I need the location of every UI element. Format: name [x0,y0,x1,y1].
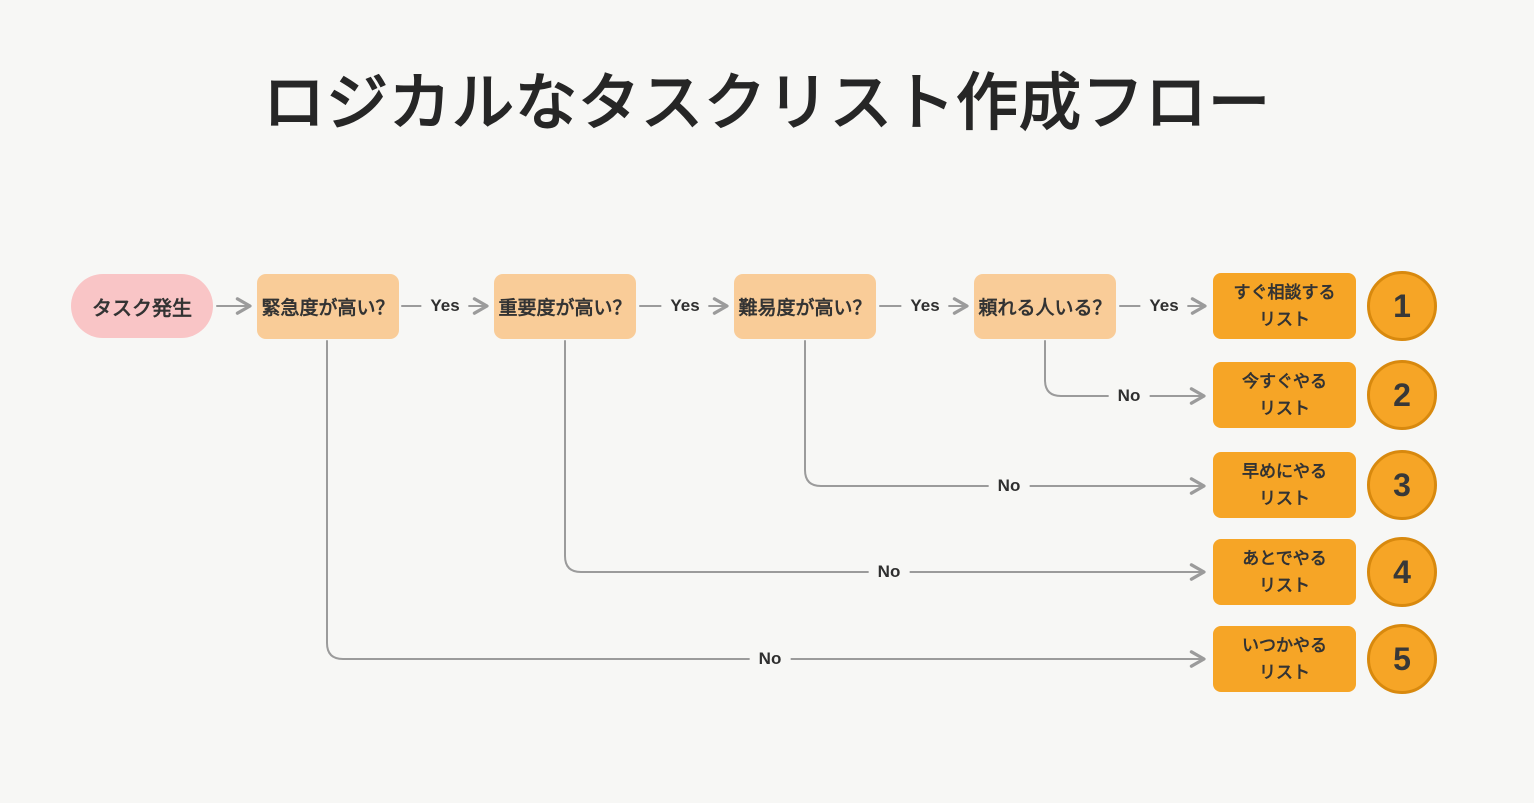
result-node-3: 早めにやる リスト [1213,452,1356,518]
decision-node-reliable-person: 頼れる人いる？ [974,274,1116,339]
yes-label-1: Yes [421,296,469,316]
no-label-3: No [868,562,910,582]
result-node-2: 今すぐやる リスト [1213,362,1356,428]
yes-label-2: Yes [661,296,709,316]
edge-no-1 [1044,340,1206,405]
result-node-1-line2: リスト [1259,310,1310,329]
edge-no-4 [326,340,1206,668]
result-node-1: すぐ相談する リスト [1213,273,1356,339]
result-node-5: いつかやる リスト [1213,626,1356,692]
yes-label-3: Yes [901,296,949,316]
result-node-2-line2: リスト [1259,399,1310,418]
no-label-4: No [749,649,791,669]
no-label-2: No [988,476,1030,496]
decision-node-urgency: 緊急度が高い？ [257,274,399,339]
start-node: タスク発生 [71,274,213,338]
result-node-3-line1: 早めにやる [1242,462,1327,481]
step-circle-1: 1 [1367,271,1437,341]
step-circle-4: 4 [1367,537,1437,607]
result-node-5-line2: リスト [1259,663,1310,682]
step-circle-5: 5 [1367,624,1437,694]
no-label-1: No [1108,386,1150,406]
result-node-3-line2: リスト [1259,489,1310,508]
decision-node-difficulty: 難易度が高い？ [734,274,876,339]
yes-label-4: Yes [1140,296,1188,316]
step-circle-3: 3 [1367,450,1437,520]
result-node-1-line1: すぐ相談する [1233,283,1336,302]
result-node-4-line1: あとでやる [1242,549,1327,568]
result-node-2-line1: 今すぐやる [1242,372,1327,391]
result-node-5-line1: いつかやる [1242,636,1327,655]
decision-node-importance: 重要度が高い？ [494,274,636,339]
step-circle-2: 2 [1367,360,1437,430]
result-node-4: あとでやる リスト [1213,539,1356,605]
page-title: ロジカルなタスクリスト作成フロー [262,69,1271,138]
edge-no-3 [564,340,1206,581]
edge-no-2 [804,340,1206,495]
result-node-4-line2: リスト [1259,576,1310,595]
